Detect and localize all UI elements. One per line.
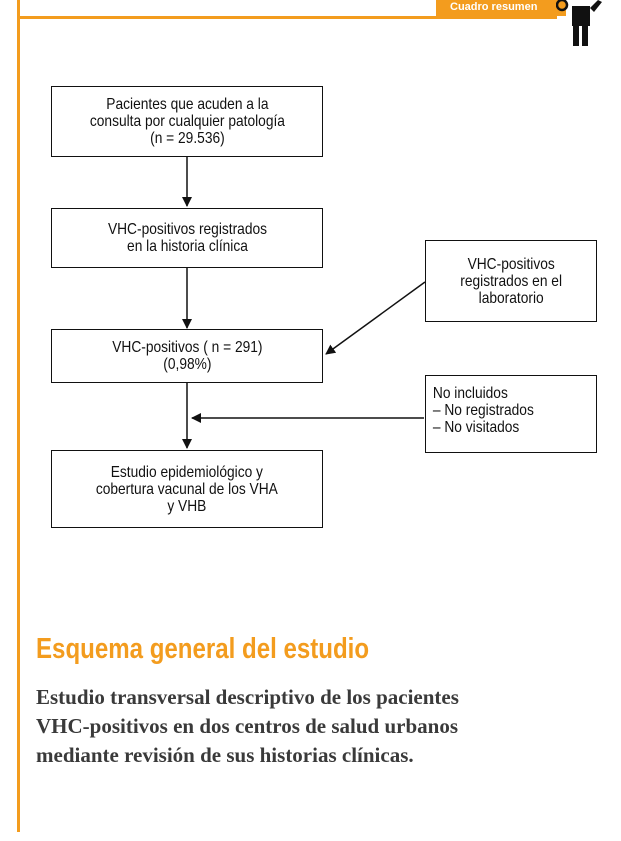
node-patients: Pacientes que acuden a la consulta por c… xyxy=(51,86,323,157)
node-registered-laboratory: VHC-positivos registrados en el laborato… xyxy=(425,240,597,322)
summary-tag: Cuadro resumen xyxy=(436,0,566,16)
person-silhouette-icon xyxy=(556,0,602,46)
section-description: Estudio transversal descriptivo de los p… xyxy=(36,685,459,767)
frame-top-border xyxy=(17,16,557,19)
node-excluded: No incluidos – No registrados – No visit… xyxy=(425,375,597,453)
frame-left-border xyxy=(17,0,20,832)
node-registered-clinical-history: VHC-positivos registrados en la historia… xyxy=(51,208,323,268)
node-vhc-positive: VHC-positivos ( n = 291) (0,98%) xyxy=(51,329,323,383)
section-title: Esquema general del estudio xyxy=(36,633,370,665)
node-study: Estudio epidemiológico y cobertura vacun… xyxy=(51,450,323,528)
arrow-lab-to-positive xyxy=(325,281,426,355)
